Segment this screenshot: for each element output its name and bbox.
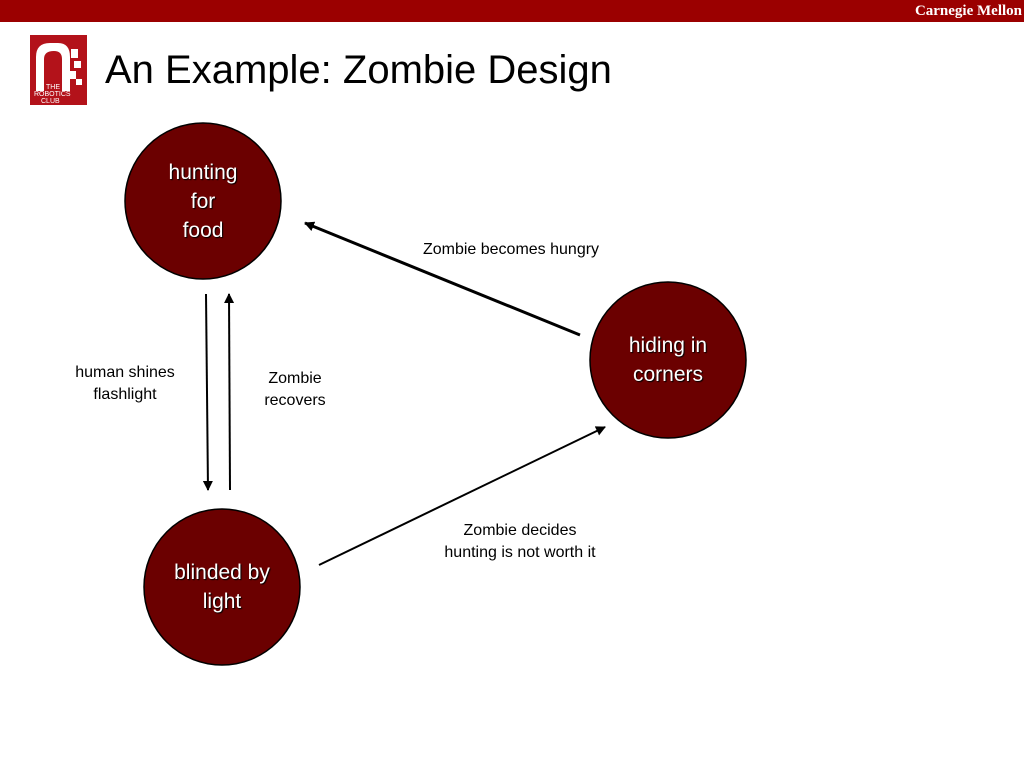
edge-blinded-to-hiding-arrow <box>318 426 606 566</box>
node-hiding-circle <box>589 281 747 439</box>
edge-hunting-to-blinded-arrow <box>202 293 213 491</box>
node-hunting-circle <box>124 122 282 280</box>
slide-title: An Example: Zombie Design <box>105 48 612 92</box>
edge-blinded-to-hunting-arrow <box>224 293 235 491</box>
node-hiding-label: hiding in corners <box>628 334 708 386</box>
edge-hiding-to-hunting-label: Zombie becomes hungry <box>422 241 600 258</box>
logo-text-line-2: ROBOTICS <box>34 91 71 98</box>
robotics-club-logo: THE ROBOTICS CLUB <box>30 35 87 105</box>
header-bar: Carnegie Mellon <box>0 0 1024 22</box>
node-blinded-circle <box>143 508 301 666</box>
node-hunting-label: hunting for food <box>168 160 238 242</box>
brand-name: Carnegie Mellon <box>914 3 1022 19</box>
logo-text-line-3: CLUB <box>41 98 60 105</box>
edge-blinded-to-hunting-label: Zombie recovers <box>264 370 326 409</box>
node-blinded-label: blinded by light <box>174 561 270 613</box>
edge-hiding-to-hunting-arrow <box>304 221 581 337</box>
edge-hunting-to-blinded-label: human shines flashlight <box>75 364 175 403</box>
logo-text-line-1: THE <box>46 84 60 91</box>
edge-blinded-to-hiding-label: Zombie decides hunting is not worth it <box>444 522 596 561</box>
